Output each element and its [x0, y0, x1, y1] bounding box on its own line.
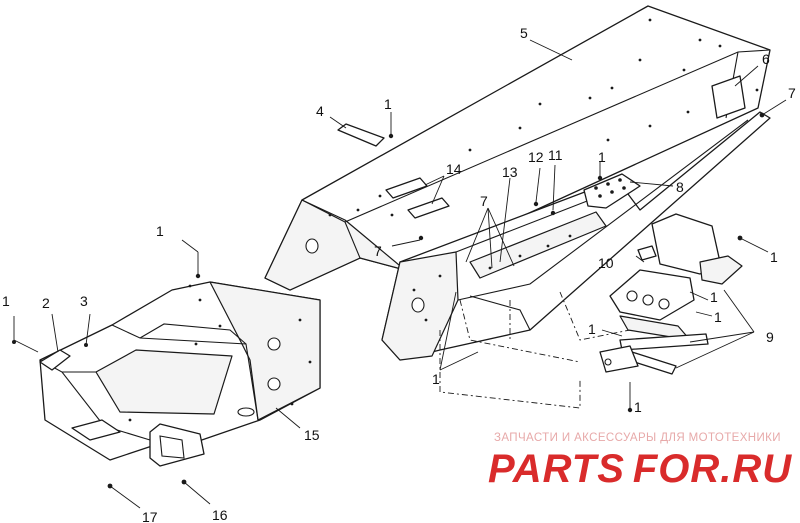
callout-1-right-mid: 1 — [710, 289, 718, 305]
plate-14-b — [407, 197, 450, 219]
running-board — [469, 211, 607, 279]
fastener-dots — [12, 112, 765, 489]
watermark-logo: ЗАПЧАСТИ И АКСЕССУАРЫ ДЛЯ МОТОТЕХНИКИ PA… — [488, 432, 792, 491]
callout-5: 5 — [520, 25, 528, 41]
plate-14-a — [385, 177, 428, 199]
callout-1-top: 1 — [384, 96, 392, 112]
callout-14: 14 — [446, 161, 462, 177]
side-tab — [71, 419, 121, 441]
callout-17: 17 — [142, 509, 158, 523]
callout-1-left-top: 1 — [156, 223, 164, 239]
watermark-logo-left: PARTS — [488, 447, 625, 491]
bracket-2 — [39, 349, 71, 371]
watermark-caption: ЗАПЧАСТИ И АКСЕССУАРЫ ДЛЯ МОТОТЕХНИКИ — [494, 432, 781, 444]
callout-7-mid: 7 — [480, 193, 488, 209]
callout-1-bottom: 1 — [634, 399, 642, 415]
callout-13: 13 — [502, 164, 518, 180]
bracket-6 — [711, 75, 746, 119]
callout-15: 15 — [304, 427, 320, 443]
callout-1-mid: 1 — [432, 371, 440, 387]
chassis-hole — [411, 297, 425, 313]
callout-1-bracket: 1 — [588, 321, 596, 337]
callout-10: 10 — [598, 255, 614, 271]
rod-c — [599, 345, 639, 373]
callout-7-left: 7 — [374, 243, 382, 259]
callout-11: 11 — [548, 147, 563, 163]
callout-1-right-top: 1 — [770, 249, 778, 265]
bearing-housing-9 — [599, 213, 743, 375]
callout-4: 4 — [316, 103, 324, 119]
callout-labels: 1 4 5 6 7 14 12 11 1 8 13 7 7 10 1 1 1 1… — [2, 25, 796, 523]
chassis-center — [381, 111, 771, 409]
callout-12: 12 — [528, 149, 544, 165]
callout-9: 9 — [766, 329, 774, 345]
spacer-10 — [637, 245, 657, 261]
tunnel-hole — [305, 238, 319, 254]
floor-pan — [95, 349, 233, 415]
callout-3: 3 — [80, 293, 88, 309]
tunnel-part-5 — [264, 5, 771, 291]
callout-1-right-low: 1 — [714, 309, 722, 325]
callout-6: 6 — [762, 51, 770, 67]
callout-1-tunnel: 1 — [598, 149, 606, 165]
watermark-logo-right: FOR.RU — [633, 447, 792, 491]
callout-8: 8 — [676, 179, 684, 195]
callout-1-left: 1 — [2, 293, 10, 309]
callout-16: 16 — [212, 507, 228, 523]
callout-2: 2 — [42, 295, 50, 311]
rod-a — [619, 333, 709, 351]
bulkhead-part-15 — [39, 281, 321, 467]
callout-7-right: 7 — [788, 85, 796, 101]
leader-lines — [13, 39, 787, 509]
